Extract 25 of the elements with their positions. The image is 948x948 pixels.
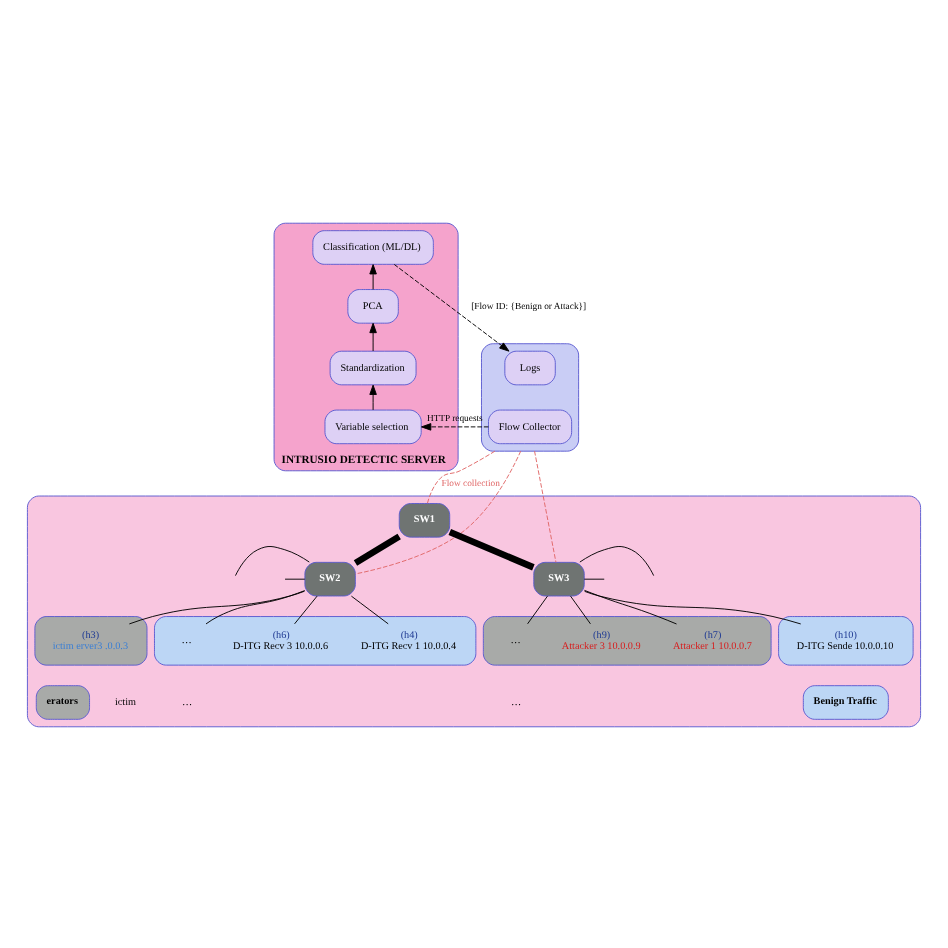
connector xyxy=(426,449,496,503)
connector xyxy=(294,594,318,624)
arrow xyxy=(421,422,489,430)
connector xyxy=(205,589,306,624)
connector xyxy=(235,545,310,576)
connector xyxy=(534,449,557,562)
connector xyxy=(579,545,655,576)
connector xyxy=(353,532,401,565)
connector xyxy=(584,589,802,624)
arrow xyxy=(369,263,377,289)
cluster xyxy=(26,494,922,727)
cluster xyxy=(482,615,772,665)
arrow xyxy=(369,383,377,410)
arrow xyxy=(393,262,510,351)
cluster xyxy=(34,615,148,665)
connector xyxy=(527,594,548,624)
arrow xyxy=(369,321,377,351)
connector xyxy=(350,594,389,624)
connector xyxy=(584,588,677,624)
connector xyxy=(128,589,305,624)
connector xyxy=(355,449,522,574)
connector xyxy=(448,527,535,570)
cluster xyxy=(154,615,477,665)
connector xyxy=(570,594,591,624)
cluster xyxy=(778,615,914,665)
